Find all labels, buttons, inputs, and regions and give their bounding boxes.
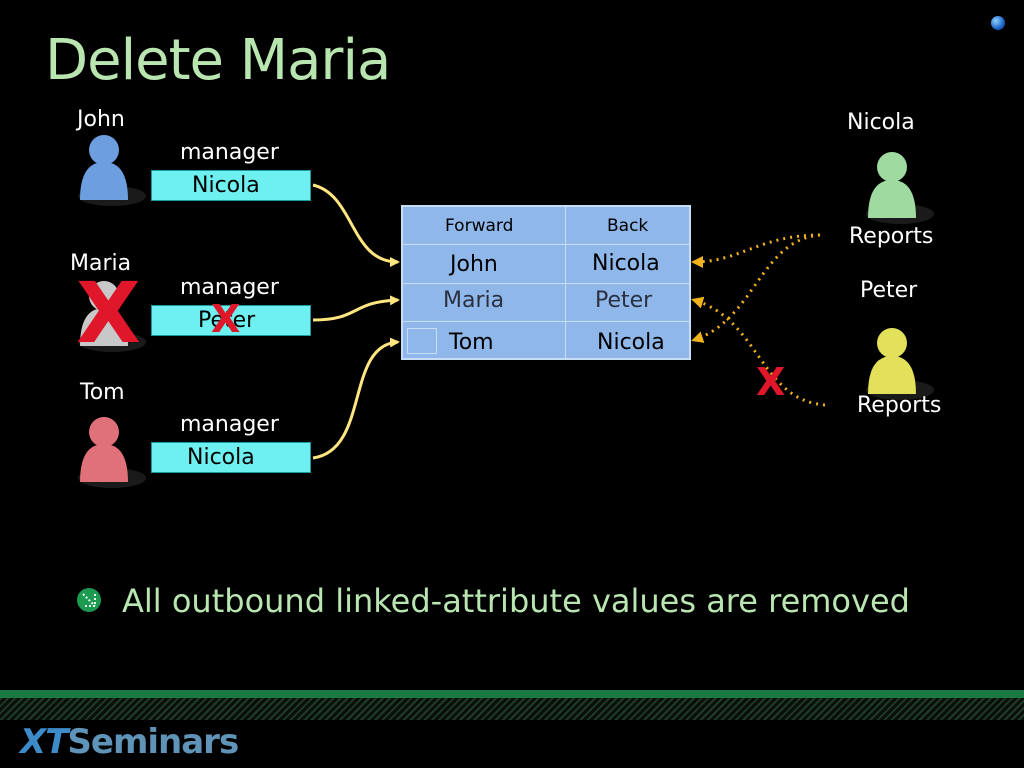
corner-orb-icon: [991, 16, 1005, 30]
table-header-back: Back: [607, 216, 649, 236]
slide-title: Delete Maria: [45, 28, 391, 93]
table-selection-marker: [407, 328, 437, 354]
footer-stripe: [0, 698, 1024, 720]
table-row-divider: [403, 283, 689, 284]
user-name-tom: Tom: [80, 380, 125, 405]
bullet-icon: [77, 588, 101, 612]
user-name-peter: Peter: [860, 278, 918, 303]
user-name-maria: Maria: [70, 251, 132, 276]
manager-label-tom: manager: [180, 412, 279, 437]
manager-value-tom: Nicola: [151, 442, 311, 473]
manager-label-maria: manager: [180, 275, 279, 300]
nicola-back-link-john: [691, 233, 821, 268]
table-cell-forward-row3: Tom: [449, 330, 494, 355]
link-table: Forward Back John Nicola Maria Peter Tom…: [401, 205, 691, 360]
brand-logo: XTSeminars: [20, 722, 239, 762]
table-row-divider: [403, 321, 689, 322]
logo-suffix: Seminars: [67, 722, 239, 762]
peter-back-link-maria: [691, 296, 826, 407]
maria-forward-link: [312, 295, 400, 322]
bullet-text: All outbound linked-attribute values are…: [122, 582, 910, 620]
delete-mark-maria-icon: X: [76, 264, 141, 362]
delete-mark-backlink-icon: X: [756, 360, 786, 404]
user-name-john: John: [77, 107, 125, 132]
manager-value-john: Nicola: [151, 170, 311, 201]
logo-prefix: XT: [20, 722, 68, 762]
delete-mark-manager-icon: X: [211, 297, 241, 341]
tom-forward-link: [312, 337, 400, 460]
manager-value-maria: Peter: [151, 305, 311, 336]
nicola-back-link-tom: [691, 233, 821, 343]
table-cell-forward-row2: Maria: [443, 288, 505, 313]
user-icon-john: [78, 135, 146, 206]
table-row-divider: [403, 244, 689, 245]
user-icon-nicola: [866, 152, 934, 224]
user-icon-peter: [866, 328, 934, 400]
table-cell-forward-row1: John: [450, 252, 498, 277]
reports-label-peter: Reports: [857, 393, 942, 418]
user-name-nicola: Nicola: [847, 110, 915, 135]
reports-label-nicola: Reports: [849, 224, 934, 249]
manager-label-john: manager: [180, 140, 279, 165]
user-icon-maria: [78, 281, 146, 352]
table-cell-back-row3: Nicola: [597, 330, 665, 355]
table-cell-back-row2: Peter: [595, 288, 653, 313]
user-icon-tom: [78, 417, 146, 488]
table-header-forward: Forward: [445, 216, 514, 236]
john-forward-link: [312, 183, 400, 267]
table-cell-back-row1: Nicola: [592, 251, 660, 276]
footer-bar: [0, 690, 1024, 698]
table-column-divider: [565, 207, 566, 358]
